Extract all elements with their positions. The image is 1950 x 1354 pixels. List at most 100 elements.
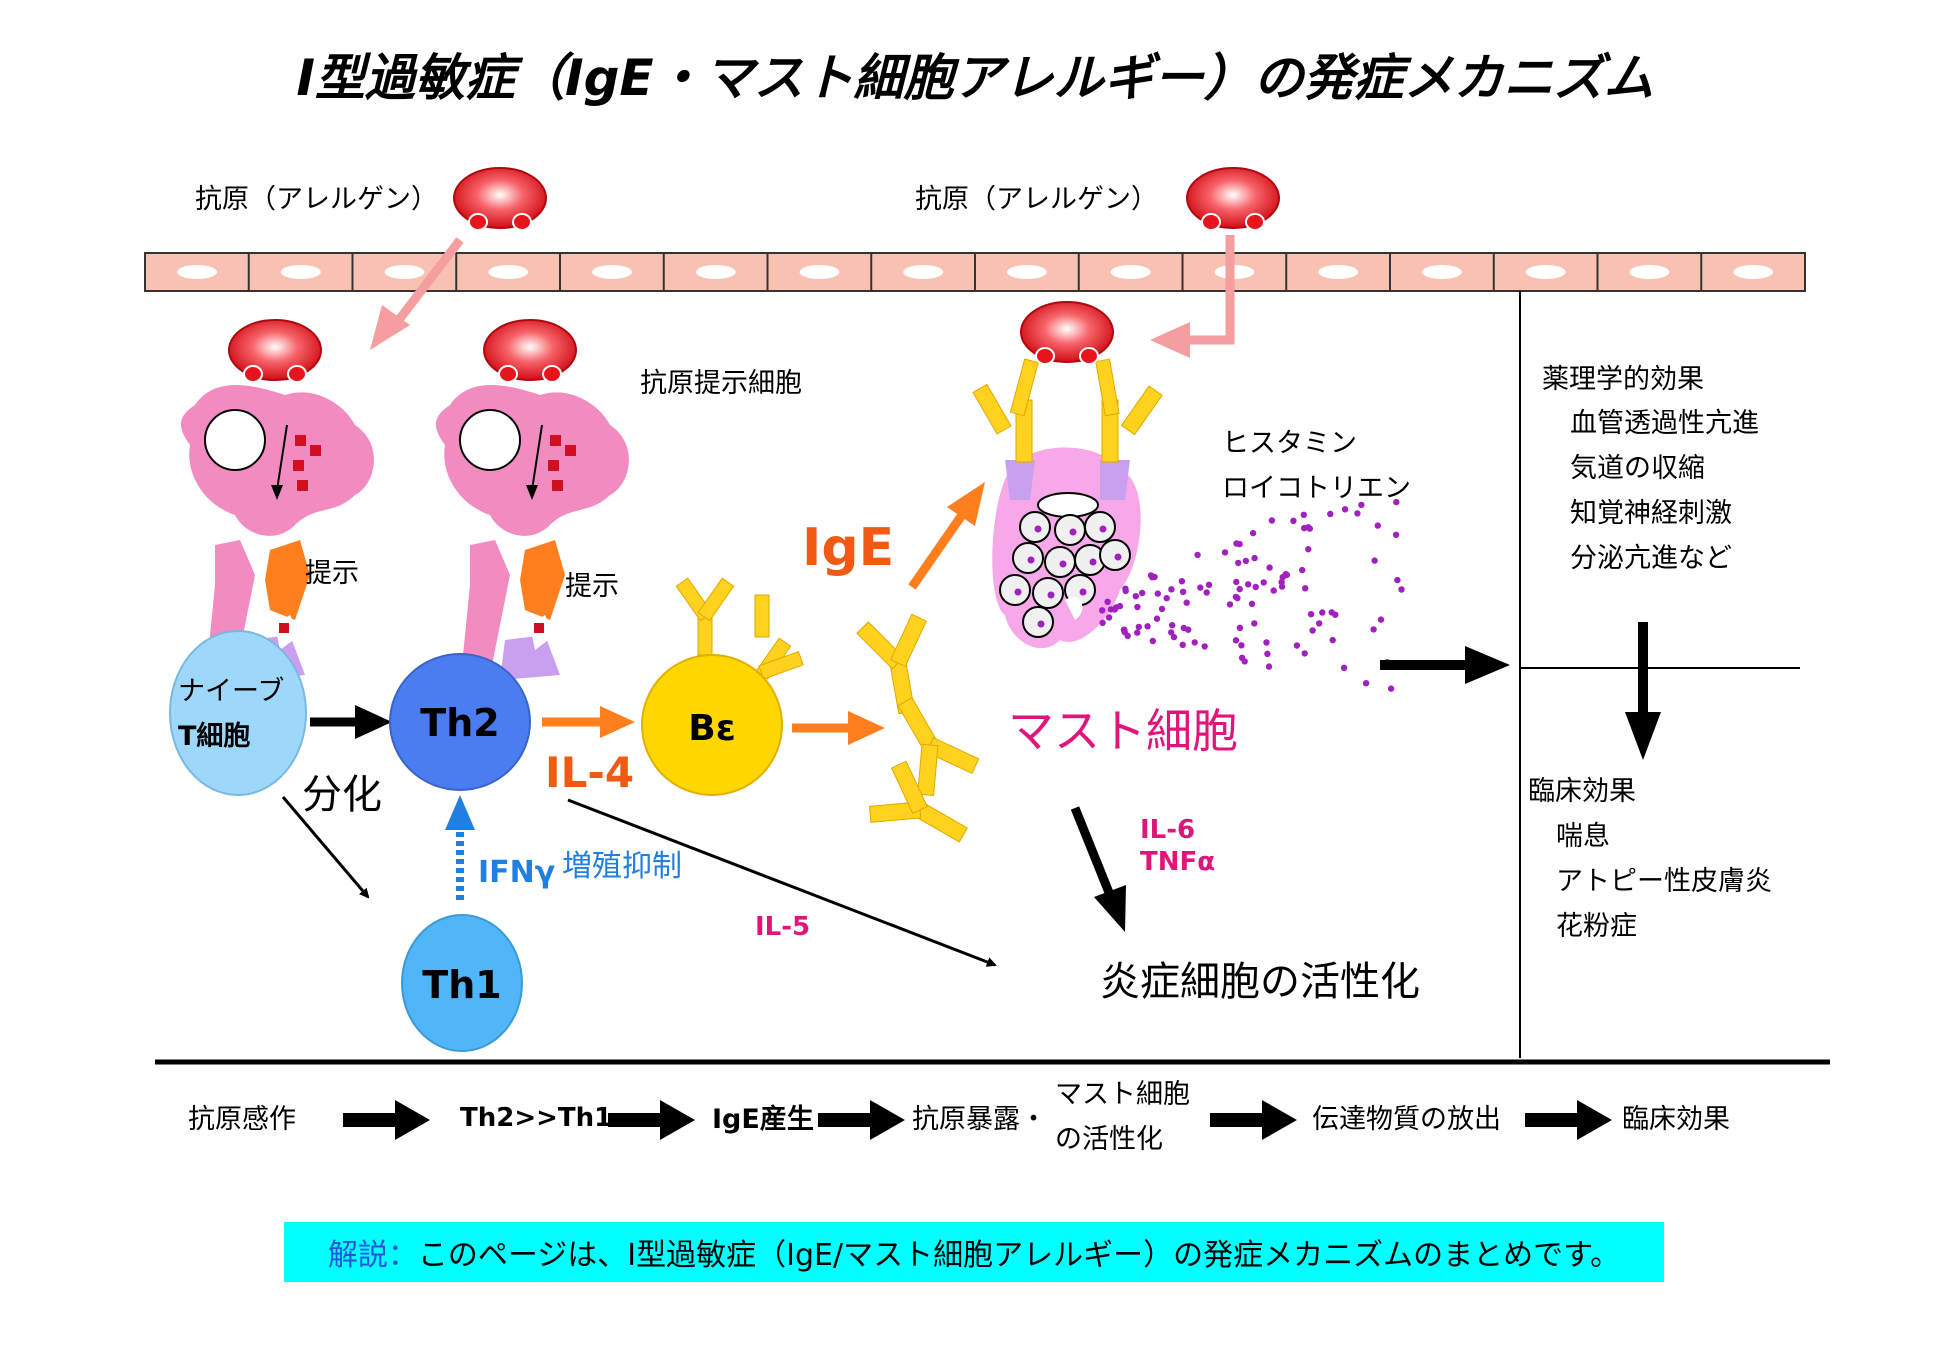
granule [1012,542,1044,574]
mediator-dot [1327,510,1334,518]
antigen-entry-arrow-right [1150,235,1235,358]
mediator-dot [1178,578,1186,585]
flow-step-5-line2: の活性化 [1055,1124,1163,1155]
flow-summary: 抗原感作 Th2>>Th1 IgE産生 抗原暴露・ マスト細胞 の活性化 伝達物… [188,1079,1730,1155]
mediator-dot [1248,600,1256,607]
mediator-dot [1197,584,1204,591]
mediator-dot [1236,585,1243,593]
proliferation-inhibition-label: 増殖抑制 [562,849,682,884]
epithelial-nucleus [177,265,217,279]
mediator-dot [1158,605,1166,613]
mediator-dot [1251,554,1258,562]
epithelial-nucleus [384,265,425,279]
mediator-dot [1328,609,1335,616]
page-title: Ⅰ型過敏症（IgE・マスト細胞アレルギー）の発症メカニズム [296,49,1653,107]
tnf-label: TNFα [1140,847,1215,877]
arrow-to-clinical [1625,622,1661,760]
mediator-dot [1169,622,1176,629]
b-epsilon-label: Bε [688,708,735,749]
granule [1032,577,1064,609]
mediator-dot [1282,570,1290,578]
epithelial-nucleus [1110,265,1151,279]
flow-step-7: 臨床効果 [1622,1104,1730,1135]
mediator-dot [1179,588,1187,595]
arrow-naive-to-th1 [281,796,370,899]
arrow-b-cell-to-ige [792,711,885,745]
mediator-dot [1170,633,1178,641]
mediator-dot [1153,615,1161,622]
mediator-dot [1392,531,1400,538]
naive-t-cell-label-2: T細胞 [178,721,250,752]
mediator-dot [1180,624,1188,632]
th2-label: Th2 [420,701,499,745]
mast-cell-label: マスト細胞 [1008,704,1238,758]
mediator-dot [1299,566,1306,574]
mediator-dot [1124,632,1131,639]
th1-cell [401,914,523,1052]
mediator-dot [1201,643,1208,650]
mediator-dot [1306,525,1314,532]
mediator-dot [1268,517,1276,524]
mediator-dot [1377,616,1385,623]
mediator-dot [1301,524,1308,532]
flow-arrow-icon [343,1100,430,1140]
mediator-dot [1135,623,1143,631]
flow-step-4: 抗原暴露・ [912,1104,1047,1135]
b-epsilon-cell [641,577,804,796]
clinical-item: 花粉症 [1556,911,1637,942]
mediator-dot [1265,663,1273,670]
mediator-dot [1249,529,1257,537]
mediator-dot [1120,626,1128,633]
epithelial-nucleus [1629,265,1670,279]
mediator-dot [1104,598,1111,605]
mediator-dot [1144,623,1151,630]
mediator-dot [1226,601,1234,608]
mediator-dot [1183,599,1190,606]
mediator-dot [1393,498,1400,506]
mediator-dot [1221,549,1229,556]
mediator-dot [1370,626,1377,633]
antigen-entry-arrow-left [370,237,464,350]
mediator-dot [1163,595,1170,602]
epithelial-nucleus [903,265,944,279]
mediator-dot [1374,522,1382,529]
granule [1019,511,1051,543]
th2-cell [389,653,531,791]
apc-label: 抗原提示細胞 [640,368,802,399]
mediator-dot [1242,557,1250,565]
mediator-dot [1107,606,1115,613]
il4-label: IL-4 [545,748,634,797]
arrow-ige-to-mast-cell [908,482,985,590]
mediators-label-2: ロイコトリエン [1222,473,1411,504]
granule [1022,606,1054,638]
flow-arrow-icon [818,1100,905,1140]
il5-arrow [567,798,997,967]
flow-step-2: Th2>>Th1 [460,1103,612,1133]
present-label-2: 提示 [565,571,619,602]
note-body: このページは、Ⅰ型過敏症（IgE/マスト細胞アレルギー）の発症メカニズムのまとめ… [417,1238,1621,1273]
mediator-dot [1341,506,1349,513]
il6-label: IL-6 [1140,815,1195,845]
granule [1099,539,1131,571]
mediator-dot [1398,586,1405,593]
mediator-dot [1194,551,1201,559]
flow-step-1: 抗原感作 [188,1104,296,1135]
antigen-allergen-icon [1186,167,1280,231]
presented-antigen-icon [483,319,577,383]
mediator-dot [1154,590,1162,597]
naive-t-cell [169,630,307,796]
mediator-dot [1232,637,1240,644]
mediator-dot [1316,620,1323,627]
mediator-dot [1362,680,1370,687]
epithelial-nucleus [1525,265,1566,279]
mediator-dot [1319,609,1326,616]
pharmacological-item: 気道の収縮 [1570,453,1705,484]
mediator-dot [1168,629,1175,636]
arrow-th2-to-b-cell [542,706,635,738]
mediator-dot [1270,587,1277,594]
mediator-dot [1354,510,1361,517]
flow-step-5-line1: マスト細胞 [1055,1079,1190,1110]
mediator-dot [1329,636,1336,644]
epithelial-nucleus [1318,265,1359,279]
